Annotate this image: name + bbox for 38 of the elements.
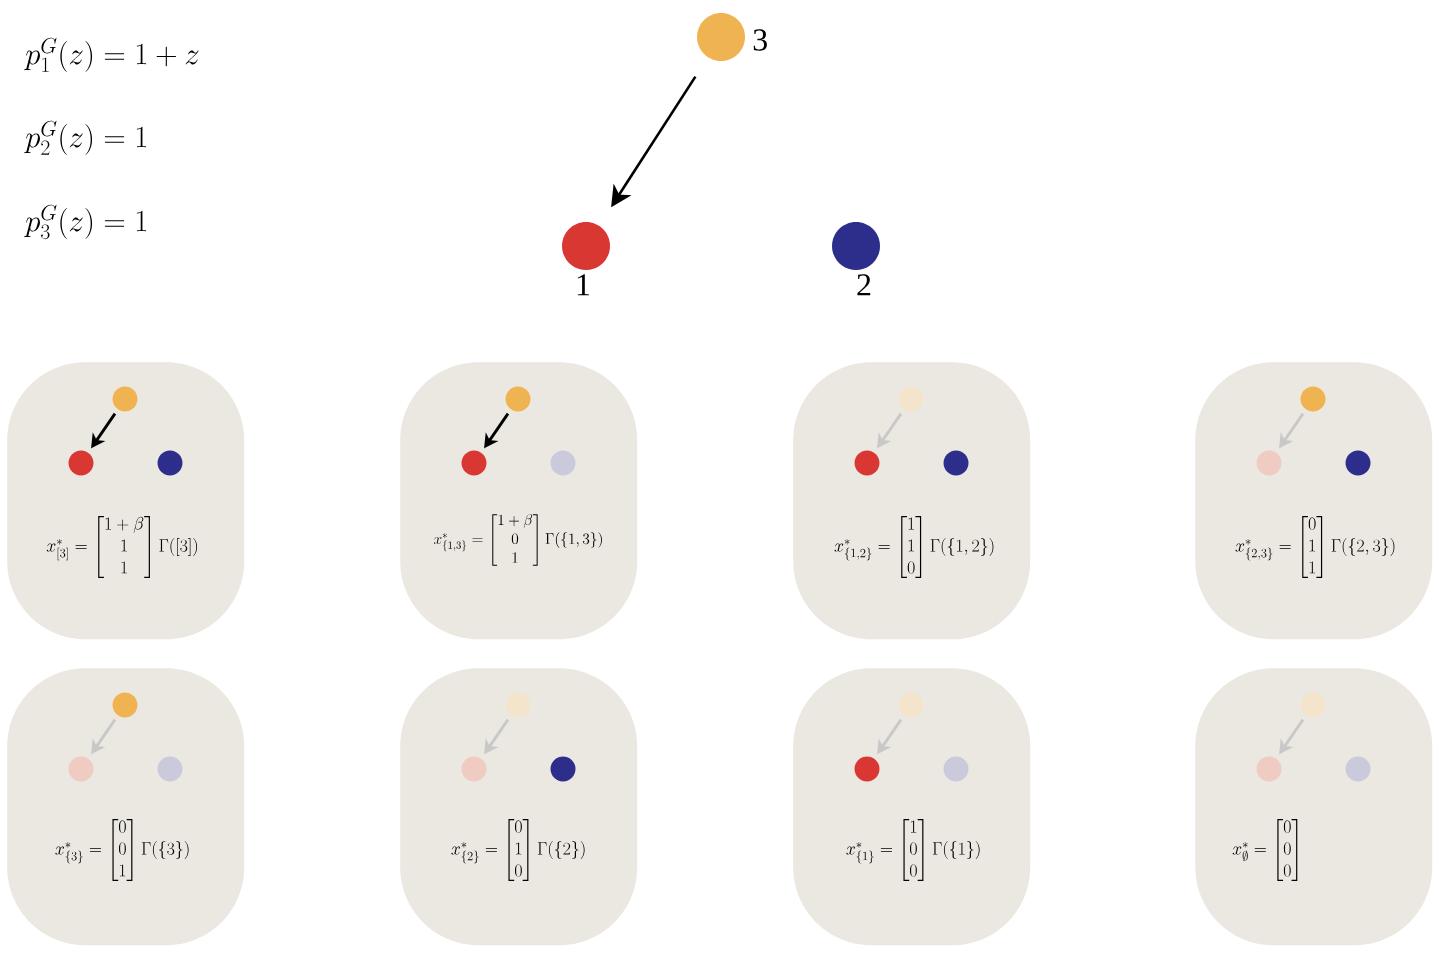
formula: $p_3^G(z) = 1$: [24, 204, 147, 240]
node-circle: [943, 756, 969, 782]
node-circle: [898, 386, 924, 412]
node-circle: [112, 692, 138, 718]
node-circle: [1345, 450, 1371, 476]
formula: $p_1^G(z) = 1 + z$: [24, 37, 199, 72]
node-number: 1: [577, 274, 590, 296]
node-circle: [112, 386, 138, 412]
node-circle: [505, 692, 531, 718]
node-circle: [550, 756, 576, 782]
node-circle: [1300, 386, 1326, 412]
node-circle: [461, 450, 487, 476]
node-circle: [1256, 756, 1282, 782]
node-circle: [1300, 692, 1326, 718]
node-circle: [157, 756, 183, 782]
node-number: 3: [753, 29, 767, 51]
formula: $x^*_{\{3\}} = \begin{bmatrix} 0 \\ 0 \\ 1 \end{bmatrix} \Gamma(\{3\})$: [55, 819, 189, 881]
node-circle: [1345, 756, 1371, 782]
node-circle: [1256, 450, 1282, 476]
node-circle: [943, 450, 969, 476]
formula: $x^*_{\{1,2\}} = \begin{bmatrix} 1 \\ 1 \\ 0 \end{bmatrix} \Gamma(\{1,2\})$: [834, 516, 994, 578]
formula: $x^*_{\emptyset} = \begin{bmatrix} 0 \\ 0 \\ 0 \end{bmatrix}$: [1232, 819, 1298, 881]
node-circle: [854, 756, 880, 782]
node-circle: [157, 450, 183, 476]
node-circle: [550, 450, 576, 476]
node-circle: [461, 756, 487, 782]
node-circle: [68, 450, 94, 476]
formula: $p_2^G(z) = 1$: [24, 120, 147, 155]
formula: $x^*_{\{1,3\}} = \begin{bmatrix} 1+\beta \\ 0 \\ 1 \end{bmatrix} \Gamma(\{1,3\})$: [434, 514, 602, 566]
node-circle: [898, 692, 924, 718]
formula: $x^*_{\{2\}} = \begin{bmatrix} 0 \\ 1 \\ 0 \end{bmatrix} \Gamma(\{2\})$: [451, 819, 585, 881]
node-circle: [854, 450, 880, 476]
node-number: 2: [857, 274, 871, 296]
node-circle: [68, 756, 94, 782]
formula: $x^*_{\{1\}} = \begin{bmatrix} 1 \\ 0 \\ 0 \end{bmatrix} \Gamma(\{1\})$: [846, 819, 980, 881]
formula: $x^*_{[3]} = \begin{bmatrix} 1+\beta \\ 1 \\ 1 \end{bmatrix} \Gamma([3])$: [46, 516, 198, 578]
formula: $x^*_{\{2,3\}} = \begin{bmatrix} 0 \\ 1 \\ 1 \end{bmatrix} \Gamma(\{2,3\})$: [1235, 516, 1395, 578]
node-circle: [505, 386, 531, 412]
